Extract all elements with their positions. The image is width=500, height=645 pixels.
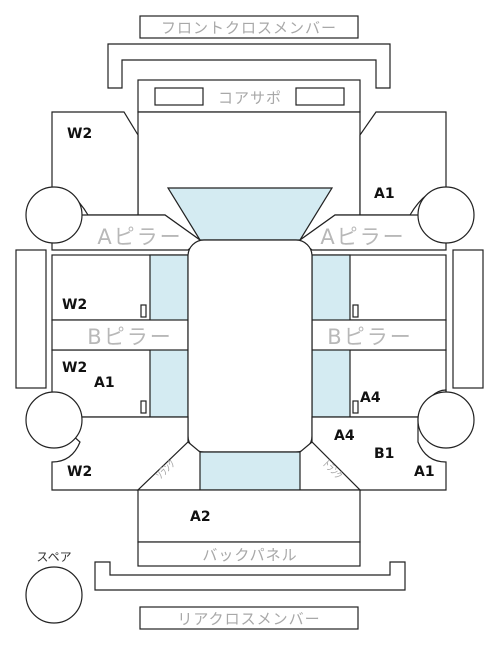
rear-right-wheel (417, 391, 475, 449)
front-cross-member: フロントクロスメンバー (107, 15, 391, 89)
spare-tire (25, 566, 83, 624)
right-rear-door-handle (352, 400, 359, 414)
front-left-wheel (25, 186, 83, 244)
right-front-door-handle (352, 304, 359, 318)
rear-cross-member-box (139, 606, 359, 630)
damage-code-mid-left-upper: W2 (62, 297, 87, 313)
back-panel-label: バックパネル (202, 546, 297, 564)
rear-cross-bracket (94, 561, 406, 591)
spare-label: スペア (36, 550, 71, 564)
rear-cross-member-label: リアクロスメンバー (177, 610, 320, 628)
b-pillar-right (311, 319, 447, 351)
back-panel-box (137, 541, 361, 567)
rear-window (189, 451, 311, 491)
a-pillar-right-label: Aピラー (320, 225, 405, 249)
core-support-left-slot (154, 87, 204, 106)
left-rear-door-handle (140, 400, 147, 414)
left-front-door-handle (140, 304, 147, 318)
damage-code-rear-right-a1: A1 (414, 464, 435, 480)
damage-code-rear-right-a4: A4 (334, 428, 355, 444)
damage-code-front-left: W2 (67, 126, 92, 142)
core-support-right-slot (295, 87, 345, 106)
front-right-wheel (417, 186, 475, 244)
left-side-sill (15, 249, 47, 389)
a-pillar-left-label: Aピラー (97, 225, 182, 249)
right-side-sill (452, 249, 484, 389)
damage-code-mid-left-lower-2: A1 (94, 375, 115, 391)
rear-right-quarter (311, 389, 447, 491)
b-pillar-left-label: Bピラー (87, 325, 172, 349)
damage-code-mid-right-lower: A4 (360, 390, 381, 406)
front-cross-member-box (139, 15, 359, 39)
front-cross-bracket (107, 43, 391, 89)
front-cross-member-label: フロントクロスメンバー (161, 19, 337, 37)
damage-code-rear-left: W2 (67, 464, 92, 480)
rear-left-wheel (25, 391, 83, 449)
roof (187, 239, 313, 453)
damage-code-mid-left-lower-1: W2 (62, 360, 87, 376)
b-pillar-right-label: Bピラー (327, 325, 412, 349)
rear-floor (137, 489, 361, 543)
damage-code-rear-right-b1: B1 (374, 446, 394, 462)
damage-code-rear-center: A2 (190, 509, 211, 525)
b-pillar-left (51, 319, 189, 351)
core-support-label: コアサポ (218, 89, 282, 107)
damage-code-front-right: A1 (374, 186, 395, 202)
core-support: コアサポ (137, 79, 361, 113)
